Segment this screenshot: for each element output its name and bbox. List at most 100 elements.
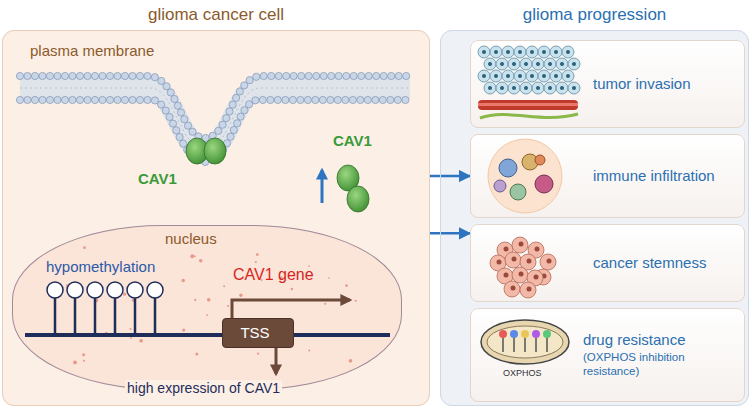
membrane-bilayer: [394, 96, 401, 103]
dna-strand: [134, 298, 137, 335]
membrane-bilayer: [114, 72, 121, 79]
membrane-bilayer: [357, 96, 364, 103]
panel-grounds: [2, 30, 430, 406]
tumor-invasion-icon: [538, 70, 550, 82]
panel-grounds: [470, 134, 745, 218]
mitochondria-icon: [487, 326, 563, 358]
mitochondria-icon: [535, 337, 537, 352]
tumor-invasion-icon: [556, 82, 568, 94]
nucleus-ground: [194, 299, 196, 301]
panel-grounds: [470, 40, 745, 128]
membrane-bilayer: [114, 96, 121, 103]
nucleus-ground: [207, 298, 211, 302]
node-text: cancer stemness: [593, 254, 706, 272]
tumor-invasion-icon: [524, 86, 528, 90]
cancer-stemness-icon: [504, 247, 509, 252]
membrane-bilayer: [158, 101, 165, 108]
tumor-invasion-icon: [480, 114, 578, 118]
nucleus-ground: [194, 255, 196, 257]
tumor-invasion-icon: [506, 50, 510, 54]
nucleus-ground: [139, 339, 143, 343]
membrane-bilayer: [16, 72, 409, 165]
membrane-bilayer: [99, 96, 106, 103]
nucleus-ground: [195, 353, 198, 356]
node-text: (OXPHOS inhibition resistance): [583, 351, 736, 379]
membrane-bilayer: [236, 88, 243, 95]
cancer-stemness-icon: [527, 287, 532, 292]
membrane-bilayer: [151, 97, 158, 104]
node-text: CAV1 gene: [233, 265, 314, 284]
up-arrow: [321, 170, 324, 203]
membrane-bilayer: [121, 96, 128, 103]
tumor-invasion-icon: [478, 103, 578, 106]
membrane-bilayer: [84, 96, 91, 103]
cancer-stemness-icon: [490, 237, 556, 298]
membrane-bilayer: [319, 96, 326, 103]
tumor-invasion-icon: [514, 70, 526, 82]
tumor-invasion-icon: [482, 74, 486, 78]
membrane-bilayer: [46, 96, 53, 103]
membrane-bilayer: [39, 72, 46, 79]
dna-strand: [25, 333, 390, 337]
dna-strand: [154, 298, 157, 335]
membrane-bilayer: [282, 96, 289, 103]
membrane-bilayer: [402, 96, 409, 103]
dna-strand: [147, 282, 163, 298]
tumor-invasion-icon: [502, 46, 514, 58]
mitochondria-icon: [521, 330, 529, 338]
tumor-invasion-icon: [526, 70, 538, 82]
nucleus-ground: [130, 328, 132, 330]
nucleus-ground: [257, 353, 259, 355]
membrane-bilayer: [84, 72, 91, 79]
node-text: tumor invasion: [593, 75, 691, 93]
mitochondria-icon: [481, 320, 569, 364]
membrane-bilayer: [136, 96, 143, 103]
membrane-bilayer: [39, 96, 46, 103]
nucleus-ground: [190, 254, 194, 258]
tumor-invasion-icon: [536, 62, 540, 66]
membrane-bilayer: [106, 72, 113, 79]
membrane-bilayer: [173, 127, 180, 134]
membrane-bilayer: [334, 96, 341, 103]
membrane-bilayer: [320, 72, 327, 79]
membrane-bilayer: [343, 72, 350, 79]
membrane-bilayer: [313, 72, 320, 79]
membrane-bilayer: [342, 96, 349, 103]
tumor-invasion-icon: [478, 46, 580, 118]
panel-grounds: [470, 224, 745, 302]
tumor-invasion-icon: [478, 46, 490, 58]
membrane-bilayer: [312, 96, 319, 103]
membrane-bilayer: [298, 72, 305, 79]
tumor-invasion-icon: [478, 100, 578, 110]
tumor-invasion-icon: [560, 86, 564, 90]
tumor-invasion-icon: [556, 58, 568, 70]
cancer-stemness-icon: [505, 252, 521, 268]
tumor-invasion-icon: [572, 86, 576, 90]
membrane-bilayer: [388, 72, 395, 79]
tumor-invasion-icon: [512, 86, 516, 90]
tumor-invasion-icon: [488, 62, 492, 66]
tumor-invasion-icon: [548, 86, 552, 90]
dna-strand: [94, 298, 97, 335]
membrane-label: plasma membrane: [30, 42, 154, 59]
tumor-invasion-icon: [544, 82, 556, 94]
mitochondria-icon: [513, 337, 515, 352]
membrane-bilayer: [76, 96, 83, 103]
tumor-invasion-icon: [508, 82, 520, 94]
membrane-bilayer: [372, 96, 379, 103]
cancer-stemness-icon: [519, 242, 524, 247]
membrane-bilayer: [76, 72, 83, 79]
tumor-invasion-icon: [518, 74, 522, 78]
membrane-bilayer: [274, 96, 281, 103]
mitochondria-icon: [546, 337, 548, 352]
nucleus-ground: [206, 314, 208, 316]
membrane-bilayer: [246, 101, 253, 108]
membrane-bilayer: [305, 72, 312, 79]
tumor-invasion-icon: [494, 50, 498, 54]
mitochondria-icon: [532, 330, 540, 338]
tumor-invasion-icon: [506, 74, 510, 78]
panel-grounds: [440, 30, 749, 406]
immune-infiltration-icon: [488, 139, 562, 213]
membrane-bilayer: [327, 96, 334, 103]
